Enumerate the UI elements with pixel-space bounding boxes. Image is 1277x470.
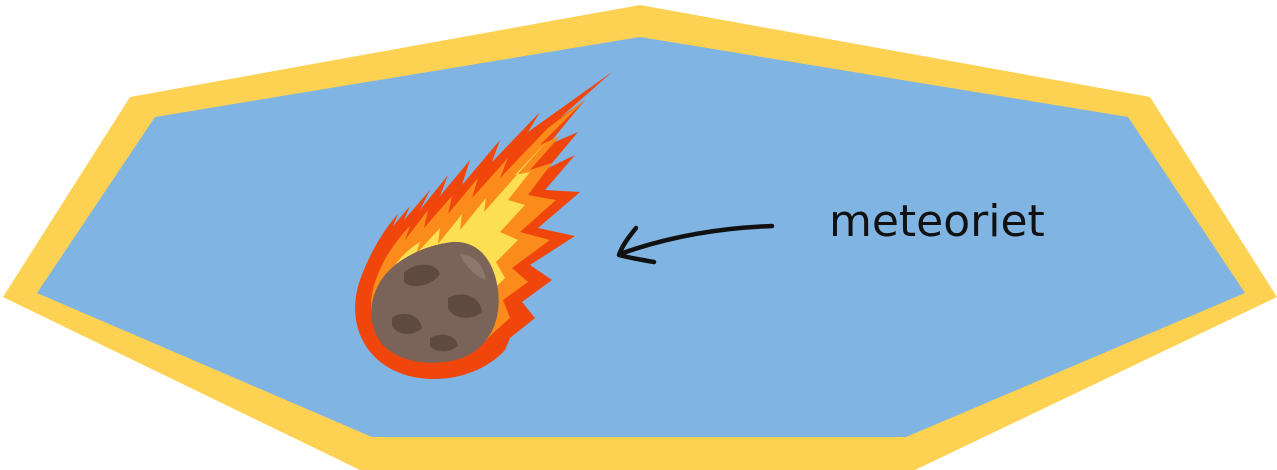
octagon-frame: [3, 5, 1277, 470]
meteor-label: meteoriet: [829, 196, 1045, 247]
